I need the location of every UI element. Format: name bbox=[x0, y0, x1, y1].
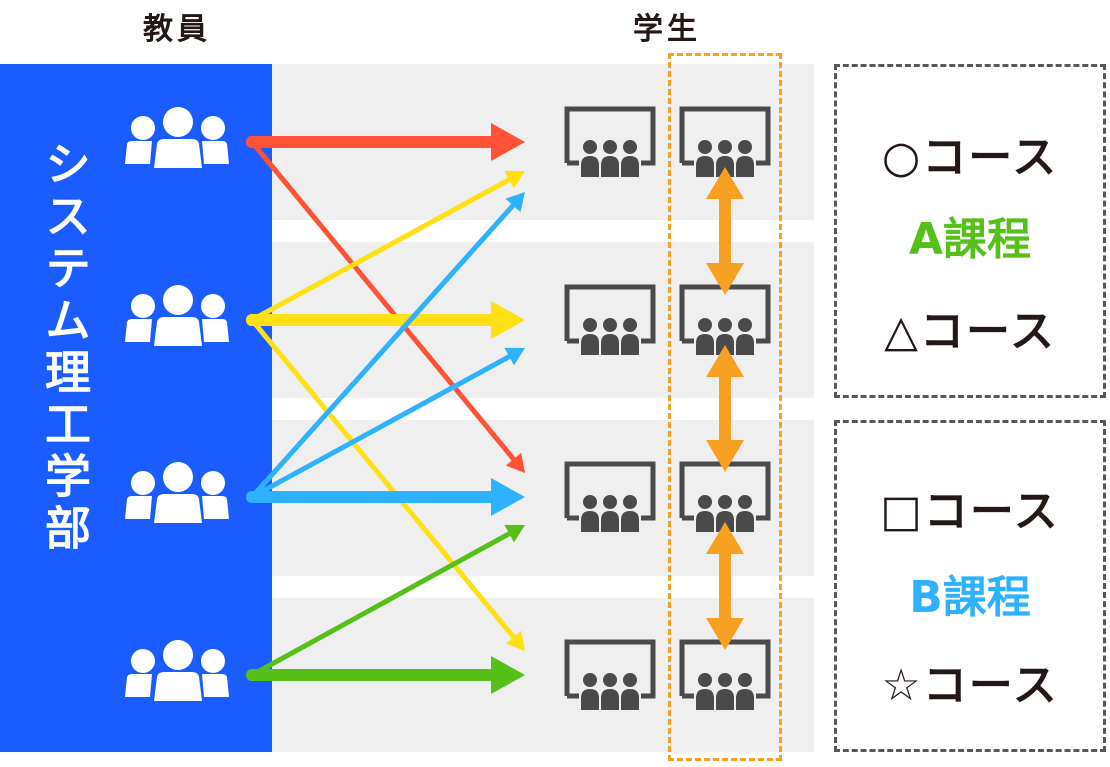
exchange-double-arrow bbox=[706, 345, 744, 472]
secondary-arrow bbox=[249, 170, 525, 323]
classroom-students-icon bbox=[678, 460, 772, 532]
classroom-students-icon bbox=[563, 105, 657, 177]
classroom-students-icon bbox=[563, 460, 657, 532]
students-heading: 学生 bbox=[633, 12, 701, 47]
faculty-name: システム理工学部 bbox=[38, 140, 92, 556]
exchange-group-box bbox=[668, 53, 782, 761]
secondary-arrow bbox=[249, 192, 525, 500]
program-name: A課程 bbox=[908, 214, 1032, 265]
classroom-students-icon bbox=[678, 105, 772, 177]
course-label: コース bbox=[923, 486, 1060, 537]
square-symbol-icon: □ bbox=[880, 486, 924, 537]
exchange-double-arrow bbox=[706, 522, 744, 650]
arrow-origin-dot bbox=[246, 669, 258, 681]
circle-symbol-icon: ○ bbox=[881, 132, 923, 183]
classroom-students-icon bbox=[563, 638, 657, 710]
secondary-arrow bbox=[249, 139, 525, 473]
arrow-origin-dot bbox=[246, 491, 258, 503]
teacher-group-icon bbox=[120, 639, 234, 703]
teacher-group-icon bbox=[120, 284, 234, 348]
classroom-students-icon bbox=[678, 283, 772, 355]
classroom-students-icon bbox=[563, 283, 657, 355]
secondary-arrow bbox=[249, 524, 525, 678]
program-box-a: ○コース A課程 △コース bbox=[834, 64, 1106, 398]
course-label: コース bbox=[920, 306, 1056, 357]
course-item: □コース bbox=[837, 475, 1103, 539]
star-symbol-icon: ☆ bbox=[881, 660, 923, 711]
faculty-panel bbox=[0, 64, 272, 752]
secondary-arrow bbox=[249, 317, 525, 651]
secondary-arrow bbox=[249, 347, 525, 500]
triangle-symbol-icon: △ bbox=[884, 306, 921, 357]
primary-arrow bbox=[246, 123, 525, 161]
arrow-origin-dot bbox=[246, 314, 258, 326]
teachers-heading: 教員 bbox=[143, 12, 211, 47]
course-item: ○コース bbox=[837, 121, 1103, 185]
teacher-group-icon bbox=[120, 461, 234, 525]
primary-arrow bbox=[246, 478, 525, 516]
arrow-origin-dot bbox=[246, 136, 258, 148]
exchange-double-arrow bbox=[706, 167, 744, 295]
course-item: △コース bbox=[837, 295, 1103, 359]
program-name: B課程 bbox=[909, 572, 1031, 623]
course-item: ☆コース bbox=[837, 649, 1103, 713]
teacher-group-icon bbox=[120, 106, 234, 170]
primary-arrow bbox=[246, 656, 525, 694]
program-box-b: □コース B課程 ☆コース bbox=[834, 420, 1106, 752]
course-label: コース bbox=[922, 132, 1059, 183]
course-label: コース bbox=[922, 660, 1059, 711]
classroom-students-icon bbox=[678, 638, 772, 710]
primary-arrow bbox=[246, 301, 525, 339]
